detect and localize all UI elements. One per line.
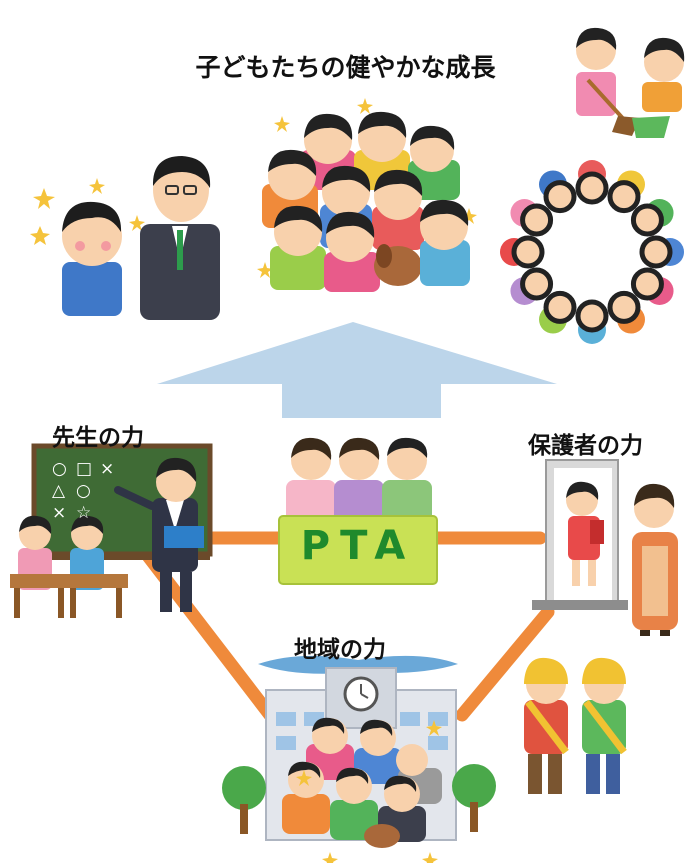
circle-child-head xyxy=(511,235,545,269)
circle-child-head xyxy=(520,203,554,237)
board-symbol: ○ xyxy=(76,481,91,501)
patrol-children-illustration xyxy=(524,657,627,794)
circle-child-head xyxy=(575,171,609,205)
diagram-title: 子どもたちの健やかな成長 xyxy=(195,53,496,82)
board-symbol: ☆ xyxy=(76,503,91,523)
parent-at-door-illustration xyxy=(532,459,678,636)
child-and-teacher-illustration xyxy=(30,156,220,320)
classroom-illustration xyxy=(10,443,213,618)
circle-child-head xyxy=(607,180,641,214)
growth-arrow xyxy=(157,322,557,418)
pta-illustration xyxy=(278,437,438,585)
circle-child-head xyxy=(630,267,664,301)
community-power-label: 地域の力 xyxy=(294,637,386,663)
pta-label: PTA xyxy=(300,523,416,569)
circle-child-head xyxy=(520,267,554,301)
circle-child-head xyxy=(575,299,609,333)
parent-power-label: 保護者の力 xyxy=(528,433,643,459)
board-symbol: △ xyxy=(52,481,66,501)
board-symbol: × xyxy=(100,459,114,479)
school-community-illustration xyxy=(222,655,496,863)
board-symbol: ○ xyxy=(52,459,67,479)
teacher-power-label: 先生の力 xyxy=(52,425,144,451)
circle-child-head xyxy=(639,235,673,269)
pta-sign xyxy=(278,515,438,585)
circle-child-head xyxy=(543,180,577,214)
cleaning-children-illustration xyxy=(576,27,685,138)
blackboard-symbols: ○ □ × △ ○ × ☆ xyxy=(52,459,114,523)
circle-child-head xyxy=(607,290,641,324)
circle-child-head xyxy=(543,290,577,324)
cheering-children-illustration xyxy=(257,98,477,292)
children-circle-illustration xyxy=(500,160,684,344)
board-symbol: □ xyxy=(76,459,92,479)
board-symbol: × xyxy=(52,503,66,523)
circle-child-head xyxy=(630,203,664,237)
